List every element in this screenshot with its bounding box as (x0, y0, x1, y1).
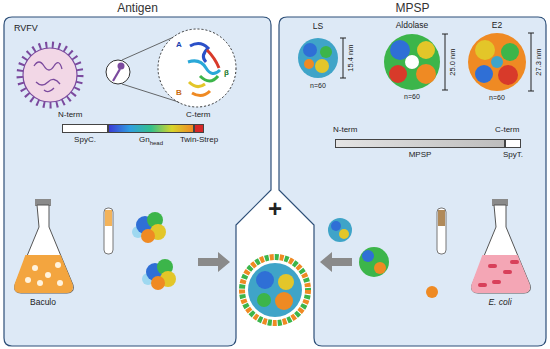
expression-host: E. coli (488, 298, 511, 307)
virus-name: RVFV (14, 24, 38, 34)
panel-heading: Antigen (4, 2, 271, 15)
scaffold-name: E2 (492, 21, 502, 30)
segment-caption: Gnhead (139, 136, 163, 146)
segment-subscript: head (150, 140, 163, 146)
domain-letter: A (176, 41, 182, 50)
segment-label: SpyC. (74, 135, 96, 144)
subunit-count: n=60 (404, 93, 420, 101)
terminus-label: N-term (333, 126, 357, 135)
subunit-count: n=60 (310, 82, 326, 90)
twin-strep-segment: Twin-Strep (194, 124, 204, 133)
scaffold-name: LS (313, 22, 323, 31)
segment-label: SpyT. (503, 150, 523, 159)
terminus-label: C-term (495, 126, 519, 135)
dimension-label: 25.0 nm (450, 48, 458, 75)
segment-label: MPSP (409, 150, 432, 159)
mpsp-segment: MPSP (335, 139, 505, 148)
domain-letter: β (224, 69, 229, 78)
dimension-label: 27.3 nm (536, 48, 544, 75)
segment-caption: SpyC. (74, 136, 96, 145)
segment-label: Twin-Strep (180, 135, 218, 144)
panel-heading: MPSP (279, 2, 546, 15)
spycatcher-segment: SpyC. (62, 124, 108, 133)
segment-caption: SpyT. (503, 151, 523, 160)
panel-shape (279, 17, 546, 346)
gn-head-segment: Gnhead (108, 124, 194, 133)
segment-caption: MPSP (409, 151, 432, 160)
expression-host: Baculo (30, 298, 56, 307)
terminus-label: N-term (58, 111, 82, 120)
scaffold-name: Aldolase (396, 21, 429, 30)
plus-sign: + (268, 196, 282, 222)
segment-caption: Twin-Strep (180, 136, 218, 145)
spytag-segment: SpyT. (505, 139, 521, 148)
subunit-count: n=60 (489, 94, 505, 102)
dimension-label: 15.4 nm (348, 44, 356, 71)
terminus-label: C-term (186, 111, 210, 120)
segment-label: Gn (139, 135, 150, 144)
domain-letter: B (176, 89, 182, 98)
panel-shape (4, 17, 271, 346)
